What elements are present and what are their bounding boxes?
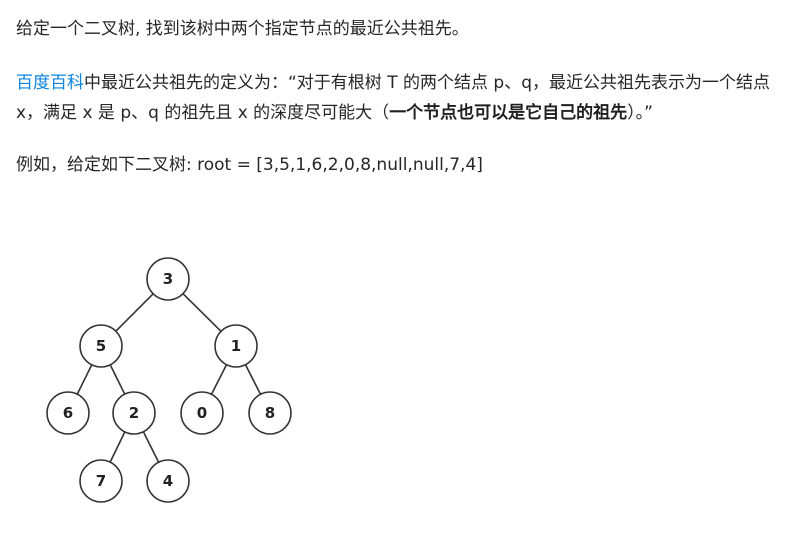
tree-edge-n5-n6 — [76, 364, 93, 395]
tree-edge-n5-n2 — [109, 364, 126, 395]
tree-edge-n3-n5 — [115, 293, 154, 332]
tree-node-label: 0 — [197, 404, 207, 422]
tree-node-circle — [46, 391, 90, 435]
tree-node-5: 5 — [79, 324, 123, 368]
tree-node-label: 1 — [231, 337, 241, 355]
tree-node-8: 8 — [248, 391, 292, 435]
tree-edge-n3-n1 — [182, 293, 222, 332]
intro-paragraph: 给定一个二叉树, 找到该树中两个指定节点的最近公共祖先。 — [16, 19, 469, 39]
tree-edge-n1-n8 — [244, 364, 262, 395]
problem-description: 给定一个二叉树, 找到该树中两个指定节点的最近公共祖先。 百度百科中最近公共祖先… — [16, 14, 802, 180]
tree-edge-n1-n0 — [210, 364, 228, 395]
tree-node-1: 1 — [214, 324, 258, 368]
example-paragraph: 例如，给定如下二叉树: root = [3,5,1,6,2,0,8,null,n… — [16, 155, 483, 175]
tree-node-circle — [146, 459, 190, 503]
tree-node-circle — [79, 459, 123, 503]
baidu-baike-link[interactable]: 百度百科 — [16, 73, 84, 93]
tree-node-6: 6 — [46, 391, 90, 435]
tree-edge-n2-n4 — [142, 431, 160, 463]
tree-node-label: 2 — [129, 404, 139, 422]
tree-node-7: 7 — [79, 459, 123, 503]
tree-node-label: 6 — [63, 404, 73, 422]
tree-node-label: 7 — [96, 472, 106, 490]
tree-node-circle — [248, 391, 292, 435]
definition-emphasis: 一个节点也可以是它自己的祖先 — [389, 103, 628, 123]
tree-node-4: 4 — [146, 459, 190, 503]
tree-node-3: 3 — [146, 257, 190, 301]
tree-node-circle — [79, 324, 123, 368]
tree-edge-n2-n7 — [109, 431, 126, 463]
tree-node-circle — [180, 391, 224, 435]
tree-node-label: 5 — [96, 337, 106, 355]
tree-node-label: 4 — [163, 472, 173, 490]
definition-closing: ）。” — [627, 103, 653, 123]
tree-node-circle — [146, 257, 190, 301]
binary-tree-diagram: 3 5 1 6 2 0 8 7 4 — [30, 248, 310, 518]
tree-node-circle — [214, 324, 258, 368]
tree-node-2: 2 — [112, 391, 156, 435]
tree-node-0: 0 — [180, 391, 224, 435]
tree-node-label: 3 — [163, 270, 173, 288]
tree-edges — [76, 293, 262, 463]
definition-paragraph: 百度百科中最近公共祖先的定义为：“对于有根树 T 的两个结点 p、q，最近公共祖… — [16, 68, 802, 128]
tree-node-label: 8 — [265, 404, 275, 422]
tree-node-circle — [112, 391, 156, 435]
tree-nodes: 3 5 1 6 2 0 8 7 4 — [46, 257, 292, 503]
definition-text: 中最近公共祖先的定义为：“对于有根树 T 的两个结点 p、q，最近公共祖先表示为… — [16, 73, 770, 123]
